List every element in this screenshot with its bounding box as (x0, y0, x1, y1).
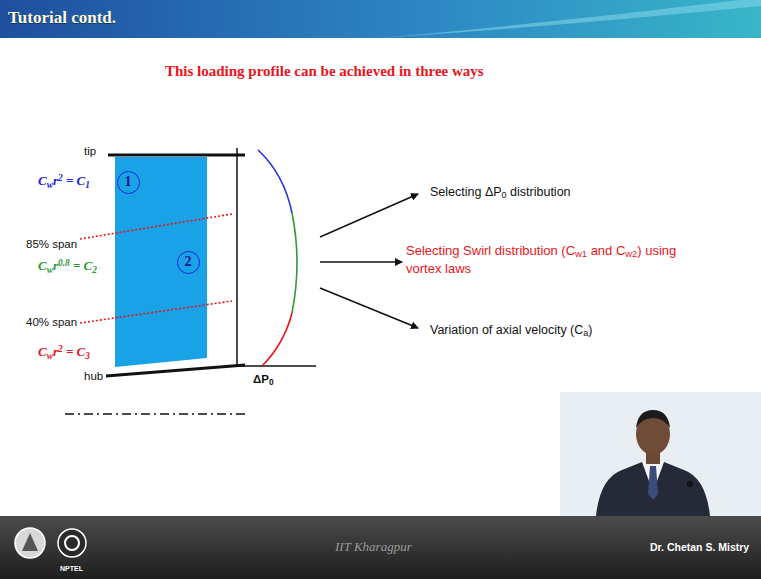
nptel-logo (58, 529, 86, 557)
pointer-arrow (320, 261, 402, 263)
circled-number: 1 (117, 171, 140, 194)
label-text: Dr. Chetan S. Mistry (650, 541, 749, 554)
header-bar (0, 0, 761, 38)
subscript: w (47, 351, 53, 361)
loading-curve-mid (292, 213, 297, 313)
label-text: Variation of axial velocity (Ca) (430, 323, 593, 339)
presenter-tie (648, 466, 658, 500)
subscript: w (47, 180, 53, 190)
superscript: 2 (58, 173, 63, 183)
video-backdrop (560, 392, 761, 516)
tip-wall (108, 154, 245, 157)
slide-title: Tutorial contd. (8, 8, 116, 28)
text-run: distribution (507, 185, 571, 199)
plot-axis (236, 148, 238, 366)
label-text: 85% span (26, 238, 77, 252)
label-text: Cwr0.8 = C2 (38, 258, 97, 276)
subscript: w (47, 265, 53, 275)
text-run: = C (63, 173, 86, 188)
pointer-arrow (320, 194, 418, 237)
label-text: tip (84, 145, 96, 159)
nptel-logo (65, 536, 79, 550)
label-text: hub (84, 370, 103, 384)
superscript: 0.8 (58, 258, 70, 268)
callout-number: 2 (185, 254, 192, 271)
label-text: Selecting Swirl distribution (Cw1 and Cw… (406, 243, 678, 276)
subscript: 2 (92, 265, 97, 275)
presenter-hair (636, 410, 670, 428)
blade-passage (115, 157, 207, 367)
text-run: Selecting ΔP (430, 185, 502, 199)
circled-number: 2 (177, 251, 200, 274)
label-text: NPTEL (60, 565, 83, 573)
subscript: w1 (575, 249, 587, 259)
label-text: Cwr2 = C1 (38, 173, 90, 191)
label-text: IIT Kharagpur (335, 539, 412, 555)
text-run: ΔP (253, 373, 269, 385)
subscript: 0 (502, 190, 507, 200)
text-run: ) (588, 323, 592, 337)
text-run: r (53, 173, 58, 188)
span-line-85 (80, 214, 232, 239)
text-run: C (38, 344, 47, 359)
lapel-mic (687, 481, 693, 487)
text-run: r (53, 344, 58, 359)
label-text: Cwr2 = C3 (38, 344, 90, 362)
loading-curve-hub (262, 313, 292, 366)
label-text: ΔP0 (253, 373, 274, 388)
subscript: a (583, 328, 588, 338)
text-run: Variation of axial velocity (C (430, 323, 583, 337)
text-run: C (38, 173, 47, 188)
label-text: Selecting ΔP0 distribution (430, 185, 571, 201)
subscript: w2 (625, 249, 637, 259)
axis-centreline (65, 413, 246, 415)
subscript: 3 (85, 351, 90, 361)
span-line-40 (80, 301, 232, 323)
loading-curve-tip (258, 150, 292, 213)
text-run: C (38, 258, 47, 273)
superscript: 2 (58, 344, 63, 354)
institute-logo (15, 528, 45, 558)
text-run: Selecting Swirl distribution (C (406, 243, 575, 258)
label-text: This loading profile can be achieved in … (165, 62, 484, 80)
callout-number: 1 (125, 174, 132, 191)
text-run: and C (587, 243, 625, 258)
presenter-video (560, 392, 761, 516)
presenter-suit (596, 462, 710, 516)
text-run: r (53, 258, 58, 273)
text-run: = C (70, 258, 93, 273)
hub-wall (106, 365, 245, 376)
institute-logo (22, 533, 38, 551)
subscript: 0 (269, 378, 274, 387)
text-run: = C (63, 344, 86, 359)
footer-bar (0, 516, 761, 579)
header-wave (380, 0, 761, 38)
label-text: 40% span (26, 316, 77, 330)
subscript: 1 (85, 180, 90, 190)
plot-axis (237, 365, 316, 367)
pointer-arrow (320, 288, 418, 328)
